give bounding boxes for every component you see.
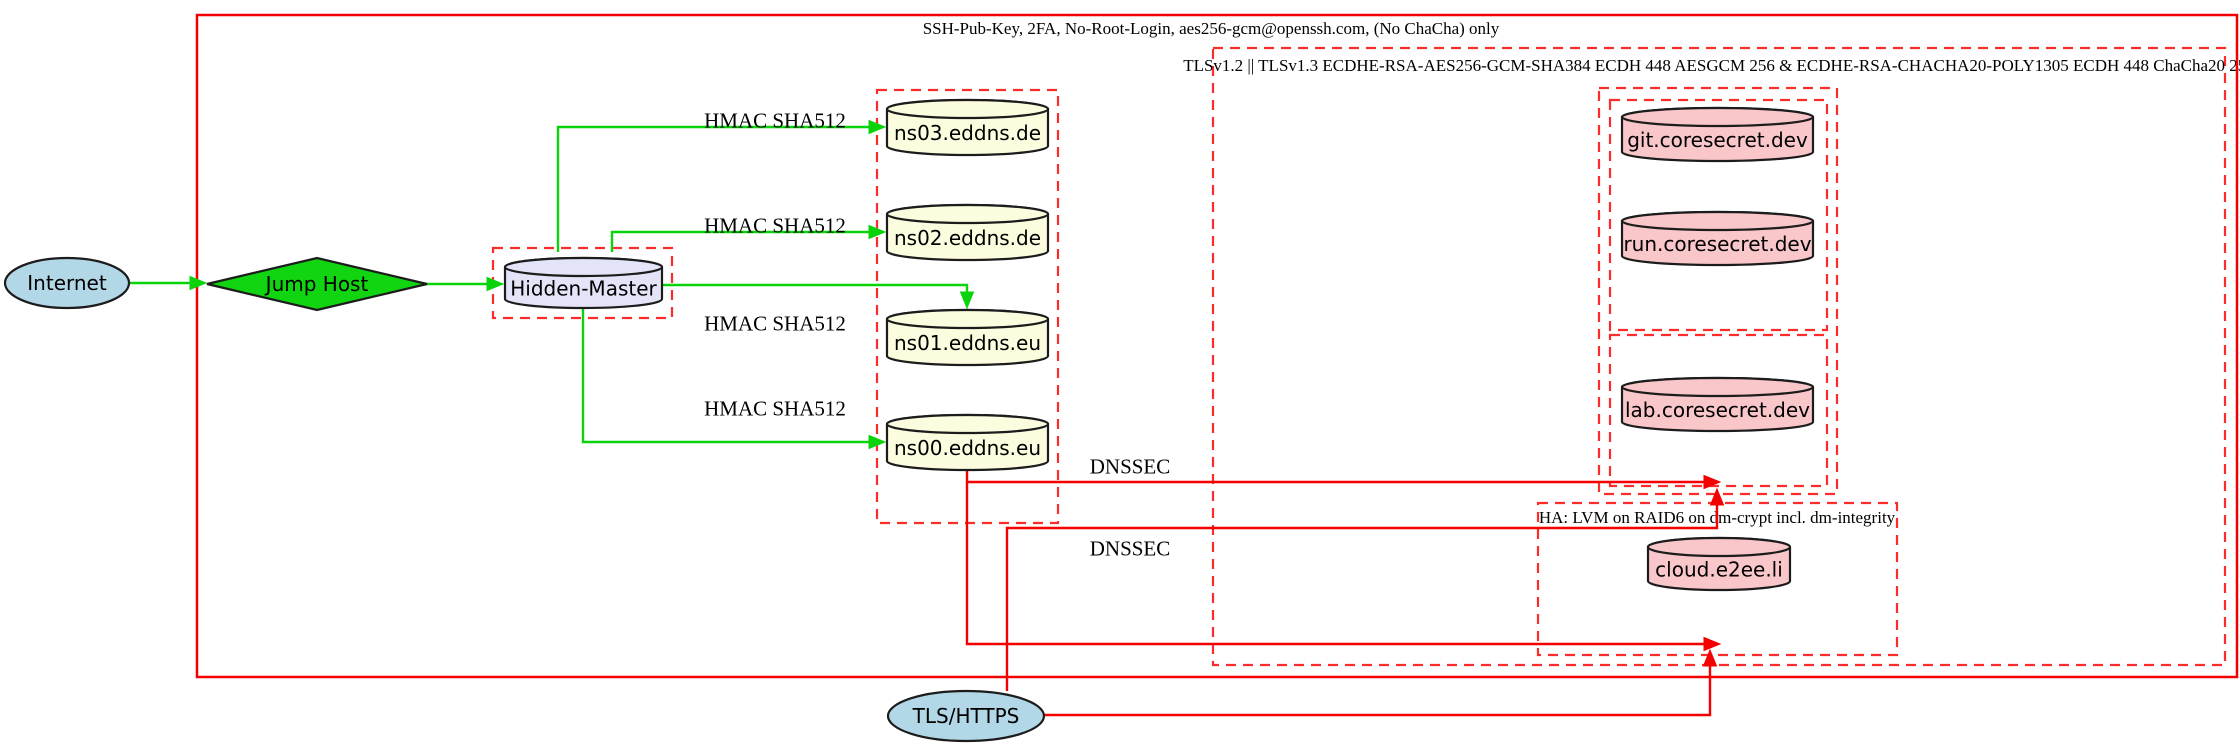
ns00-cylinder-top bbox=[885, 413, 1050, 435]
edge-label-hmac-ns01: HMAC SHA512 bbox=[704, 311, 846, 335]
ns02-label: ns02.eddns.de bbox=[894, 226, 1041, 250]
outer-security-box-label: SSH-Pub-Key, 2FA, No-Root-Login, aes256-… bbox=[923, 19, 1500, 38]
edge-label-hmac-ns03: HMAC SHA512 bbox=[704, 108, 846, 132]
edge-tlshttps-to-ha bbox=[1045, 661, 1712, 717]
edge-hidden-master-to-ns01 bbox=[662, 283, 969, 297]
coresecret-lab-box-box bbox=[1608, 333, 1829, 488]
edge-label-hmac-ns02: HMAC SHA512 bbox=[704, 213, 846, 237]
lab-coresecret-node bbox=[1620, 376, 1815, 433]
ns02-cylinder-top bbox=[885, 203, 1050, 225]
ns03-label: ns03.eddns.de bbox=[894, 121, 1041, 145]
ns01-cylinder-top bbox=[885, 308, 1050, 330]
ns03-node bbox=[885, 98, 1050, 157]
edge-label-hmac-ns00: HMAC SHA512 bbox=[704, 396, 846, 420]
coresecret-upper-box-box bbox=[1608, 98, 1829, 332]
outer-security-box bbox=[195, 13, 2239, 679]
lab-coresecret-cylinder-top bbox=[1620, 376, 1815, 398]
jump-host-node bbox=[206, 256, 428, 312]
git-coresecret-node bbox=[1620, 106, 1815, 163]
lab-coresecret-label: lab.coresecret.dev bbox=[1625, 398, 1810, 422]
tls-box bbox=[1211, 46, 2227, 667]
edge-hidden-master-to-ns00 bbox=[581, 308, 874, 444]
edge-ns00-to-ha bbox=[965, 482, 1709, 646]
tls-https-label: TLS/HTTPS bbox=[912, 704, 1020, 728]
hidden-master-node bbox=[503, 256, 664, 310]
tls-https-node bbox=[886, 689, 1046, 743]
tls-label: TLSv1.2 || TLSv1.3 ECDHE-RSA-AES256-GCM-… bbox=[1183, 56, 2240, 75]
run-coresecret-cylinder-top bbox=[1620, 210, 1815, 232]
edge-label-dnssec-1: DNSSEC bbox=[1090, 454, 1171, 478]
ns00-node bbox=[885, 413, 1050, 472]
ns03-cylinder-top bbox=[885, 98, 1050, 120]
ns01-node bbox=[885, 308, 1050, 367]
cloud-e2ee-node bbox=[1646, 536, 1792, 592]
arrowhead-jump-to-hidden-master bbox=[486, 276, 505, 292]
arrowhead-hidden-master-to-ns01 bbox=[959, 291, 975, 310]
cloud-e2ee-cylinder-top bbox=[1646, 536, 1792, 558]
arrowhead-tlshttps-dnssec-to-coresecret bbox=[1709, 487, 1725, 506]
arrowhead-ns00-dnssec-to-coresecret bbox=[1703, 474, 1722, 490]
arrowhead-ns00-to-ha bbox=[1703, 636, 1722, 652]
git-coresecret-label: git.coresecret.dev bbox=[1627, 128, 1808, 152]
git-coresecret-cylinder-top bbox=[1620, 106, 1815, 128]
ns01-label: ns01.eddns.eu bbox=[894, 331, 1041, 355]
jump-host-label: Jump Host bbox=[264, 272, 369, 296]
edge-label-dnssec-2: DNSSEC bbox=[1090, 536, 1171, 560]
arrowhead-internet-to-jump bbox=[189, 275, 208, 291]
run-coresecret-label: run.coresecret.dev bbox=[1623, 232, 1811, 256]
arrowhead-tlshttps-to-ha bbox=[1702, 648, 1718, 667]
internet-label: Internet bbox=[27, 271, 107, 295]
edge-ns00-dnssec-to-coresecret bbox=[965, 470, 1709, 484]
arrowhead-hidden-master-to-ns02 bbox=[868, 224, 887, 240]
hidden-master-label: Hidden-Master bbox=[510, 277, 657, 301]
ns00-label: ns00.eddns.eu bbox=[894, 436, 1041, 460]
arrowhead-hidden-master-to-ns00 bbox=[868, 434, 887, 450]
cloud-e2ee-label: cloud.e2ee.li bbox=[1655, 558, 1783, 582]
arrowhead-hidden-master-to-ns03 bbox=[868, 119, 887, 135]
edge-hidden-master-to-ns03 bbox=[556, 125, 874, 252]
run-coresecret-node bbox=[1620, 210, 1815, 267]
ns02-node bbox=[885, 203, 1050, 262]
hidden-master-cylinder-top bbox=[503, 256, 664, 278]
edge-hidden-master-to-ns02 bbox=[610, 230, 874, 252]
edge-tlshttps-dnssec-to-coresecret bbox=[1005, 500, 1719, 691]
coresecret-cluster-box bbox=[1597, 86, 1839, 496]
internet-node bbox=[3, 256, 131, 310]
